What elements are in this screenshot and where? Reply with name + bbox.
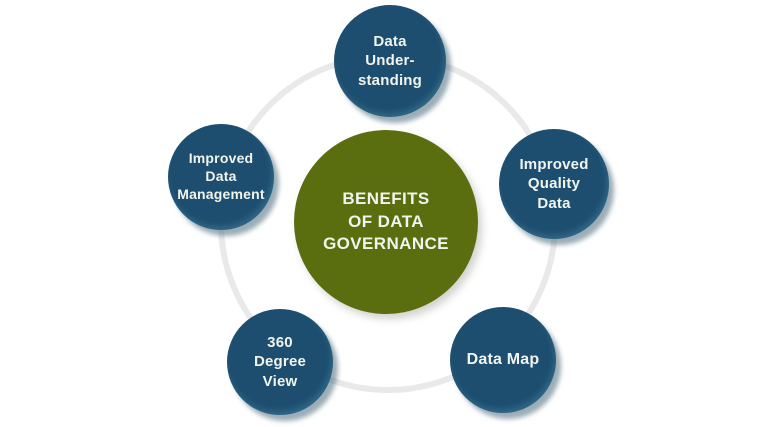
node-label-line: standing (357, 71, 423, 89)
center-circle-benefits-of-data-governance: BENEFITS OF DATA GOVERNANCE (294, 130, 478, 314)
node-label-line: Data (205, 168, 237, 185)
node-label-line: Data (373, 33, 407, 51)
node-label-line: Improved (188, 150, 254, 167)
center-label-line: GOVERNANCE (323, 234, 449, 254)
node-improved-data-management: Improved Data Management (168, 124, 274, 230)
node-label-line: Management (177, 185, 265, 202)
node-label-line: Degree (253, 353, 307, 371)
node-label-line: View (262, 372, 298, 390)
node-data-map: Data Map (450, 307, 556, 413)
node-label-line: Data (537, 194, 571, 212)
node-label-line: Under- (365, 52, 415, 70)
node-360-degree-view: 360 Degree View (227, 309, 333, 415)
center-label-line: OF DATA (348, 211, 424, 231)
node-data-understanding: Data Under- standing (334, 5, 446, 117)
center-label-line: BENEFITS (342, 189, 430, 209)
node-label-line: 360 (267, 334, 293, 352)
node-label-line: Improved (519, 156, 589, 174)
node-label-line: Quality (527, 175, 581, 193)
node-label-line: Data Map (466, 350, 540, 368)
node-improved-quality-data: Improved Quality Data (499, 129, 609, 239)
